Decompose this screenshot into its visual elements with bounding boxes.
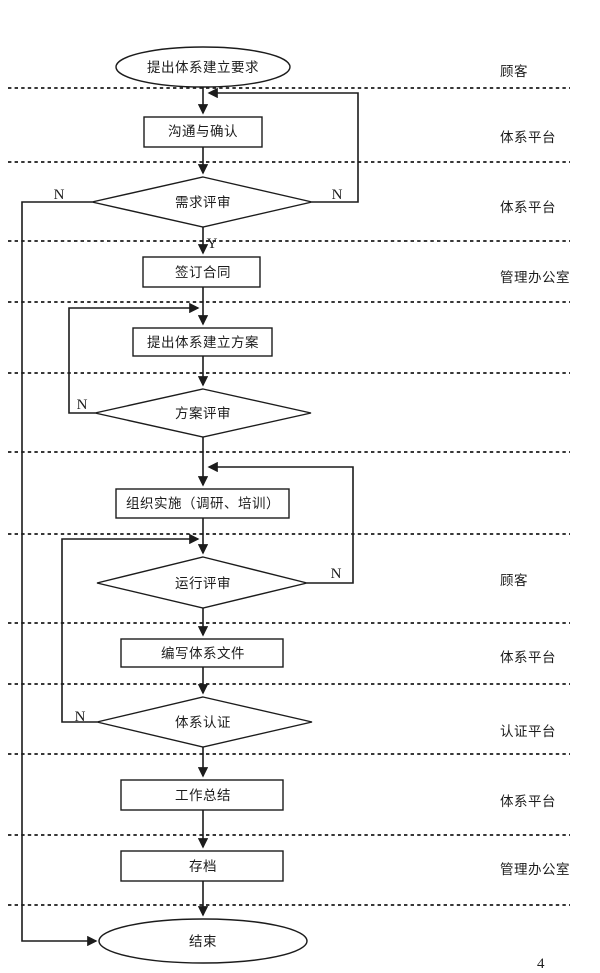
process-implement-label: 组织实施（调研、培训） [126,496,280,511]
loop-plan-review-no [68,302,200,414]
decision-plan-review [94,388,312,438]
loop-certification-no [61,533,200,723]
decision-demand-review-label: 需求评审 [175,195,231,210]
branch-label-no: N [332,187,343,203]
process-propose-plan [132,327,273,357]
branch-label-no: N [75,709,86,725]
process-sign-contract-label: 签订合同 [175,264,231,280]
terminator-end [98,918,308,964]
process-implement [115,488,290,519]
lane-label-system-platform: 体系平台 [500,794,556,809]
decision-certification [96,696,313,748]
branch-label-no: N [331,566,342,582]
decision-plan-review-label: 方案评审 [175,405,231,421]
process-write-docs-label: 编写体系文件 [161,646,245,661]
terminator-start-label: 提出体系建立要求 [147,60,259,75]
lane-label-system-platform: 体系平台 [500,650,556,665]
process-sign-contract [142,256,261,288]
page-number: 4 [537,956,545,972]
decision-certification-label: 体系认证 [175,715,231,730]
terminator-start [115,46,291,88]
process-work-summary-label: 工作总结 [175,788,231,803]
process-communicate-label: 沟通与确认 [168,124,238,139]
process-archive-label: 存档 [189,859,217,874]
process-communicate [143,116,263,148]
lane-label-customer: 顾客 [500,63,528,79]
terminator-end-label: 结束 [189,934,217,949]
lane-label-system-platform: 体系平台 [500,130,556,145]
lane-label-cert-platform: 认证平台 [500,724,556,739]
process-propose-plan-label: 提出体系建立方案 [147,334,259,350]
branch-label-no: N [54,187,65,203]
decision-demand-review [91,176,313,228]
lane-label-admin-office: 管理办公室 [500,269,570,285]
process-archive [120,850,284,882]
lane-label-admin-office: 管理办公室 [500,861,570,877]
decision-operation-review [96,556,308,609]
branch-label-yes: Y [207,236,218,252]
loop-demand-review-no-right [207,87,359,203]
lane-label-customer: 顾客 [500,572,528,588]
loop-demand-review-no-left-to-end [21,201,98,947]
process-work-summary [120,779,284,811]
branch-label-no: N [77,397,88,413]
lane-label-system-platform: 体系平台 [500,200,556,215]
process-write-docs [120,638,284,668]
decision-operation-review-label: 运行评审 [175,576,231,591]
loop-operation-review-no [207,461,354,584]
